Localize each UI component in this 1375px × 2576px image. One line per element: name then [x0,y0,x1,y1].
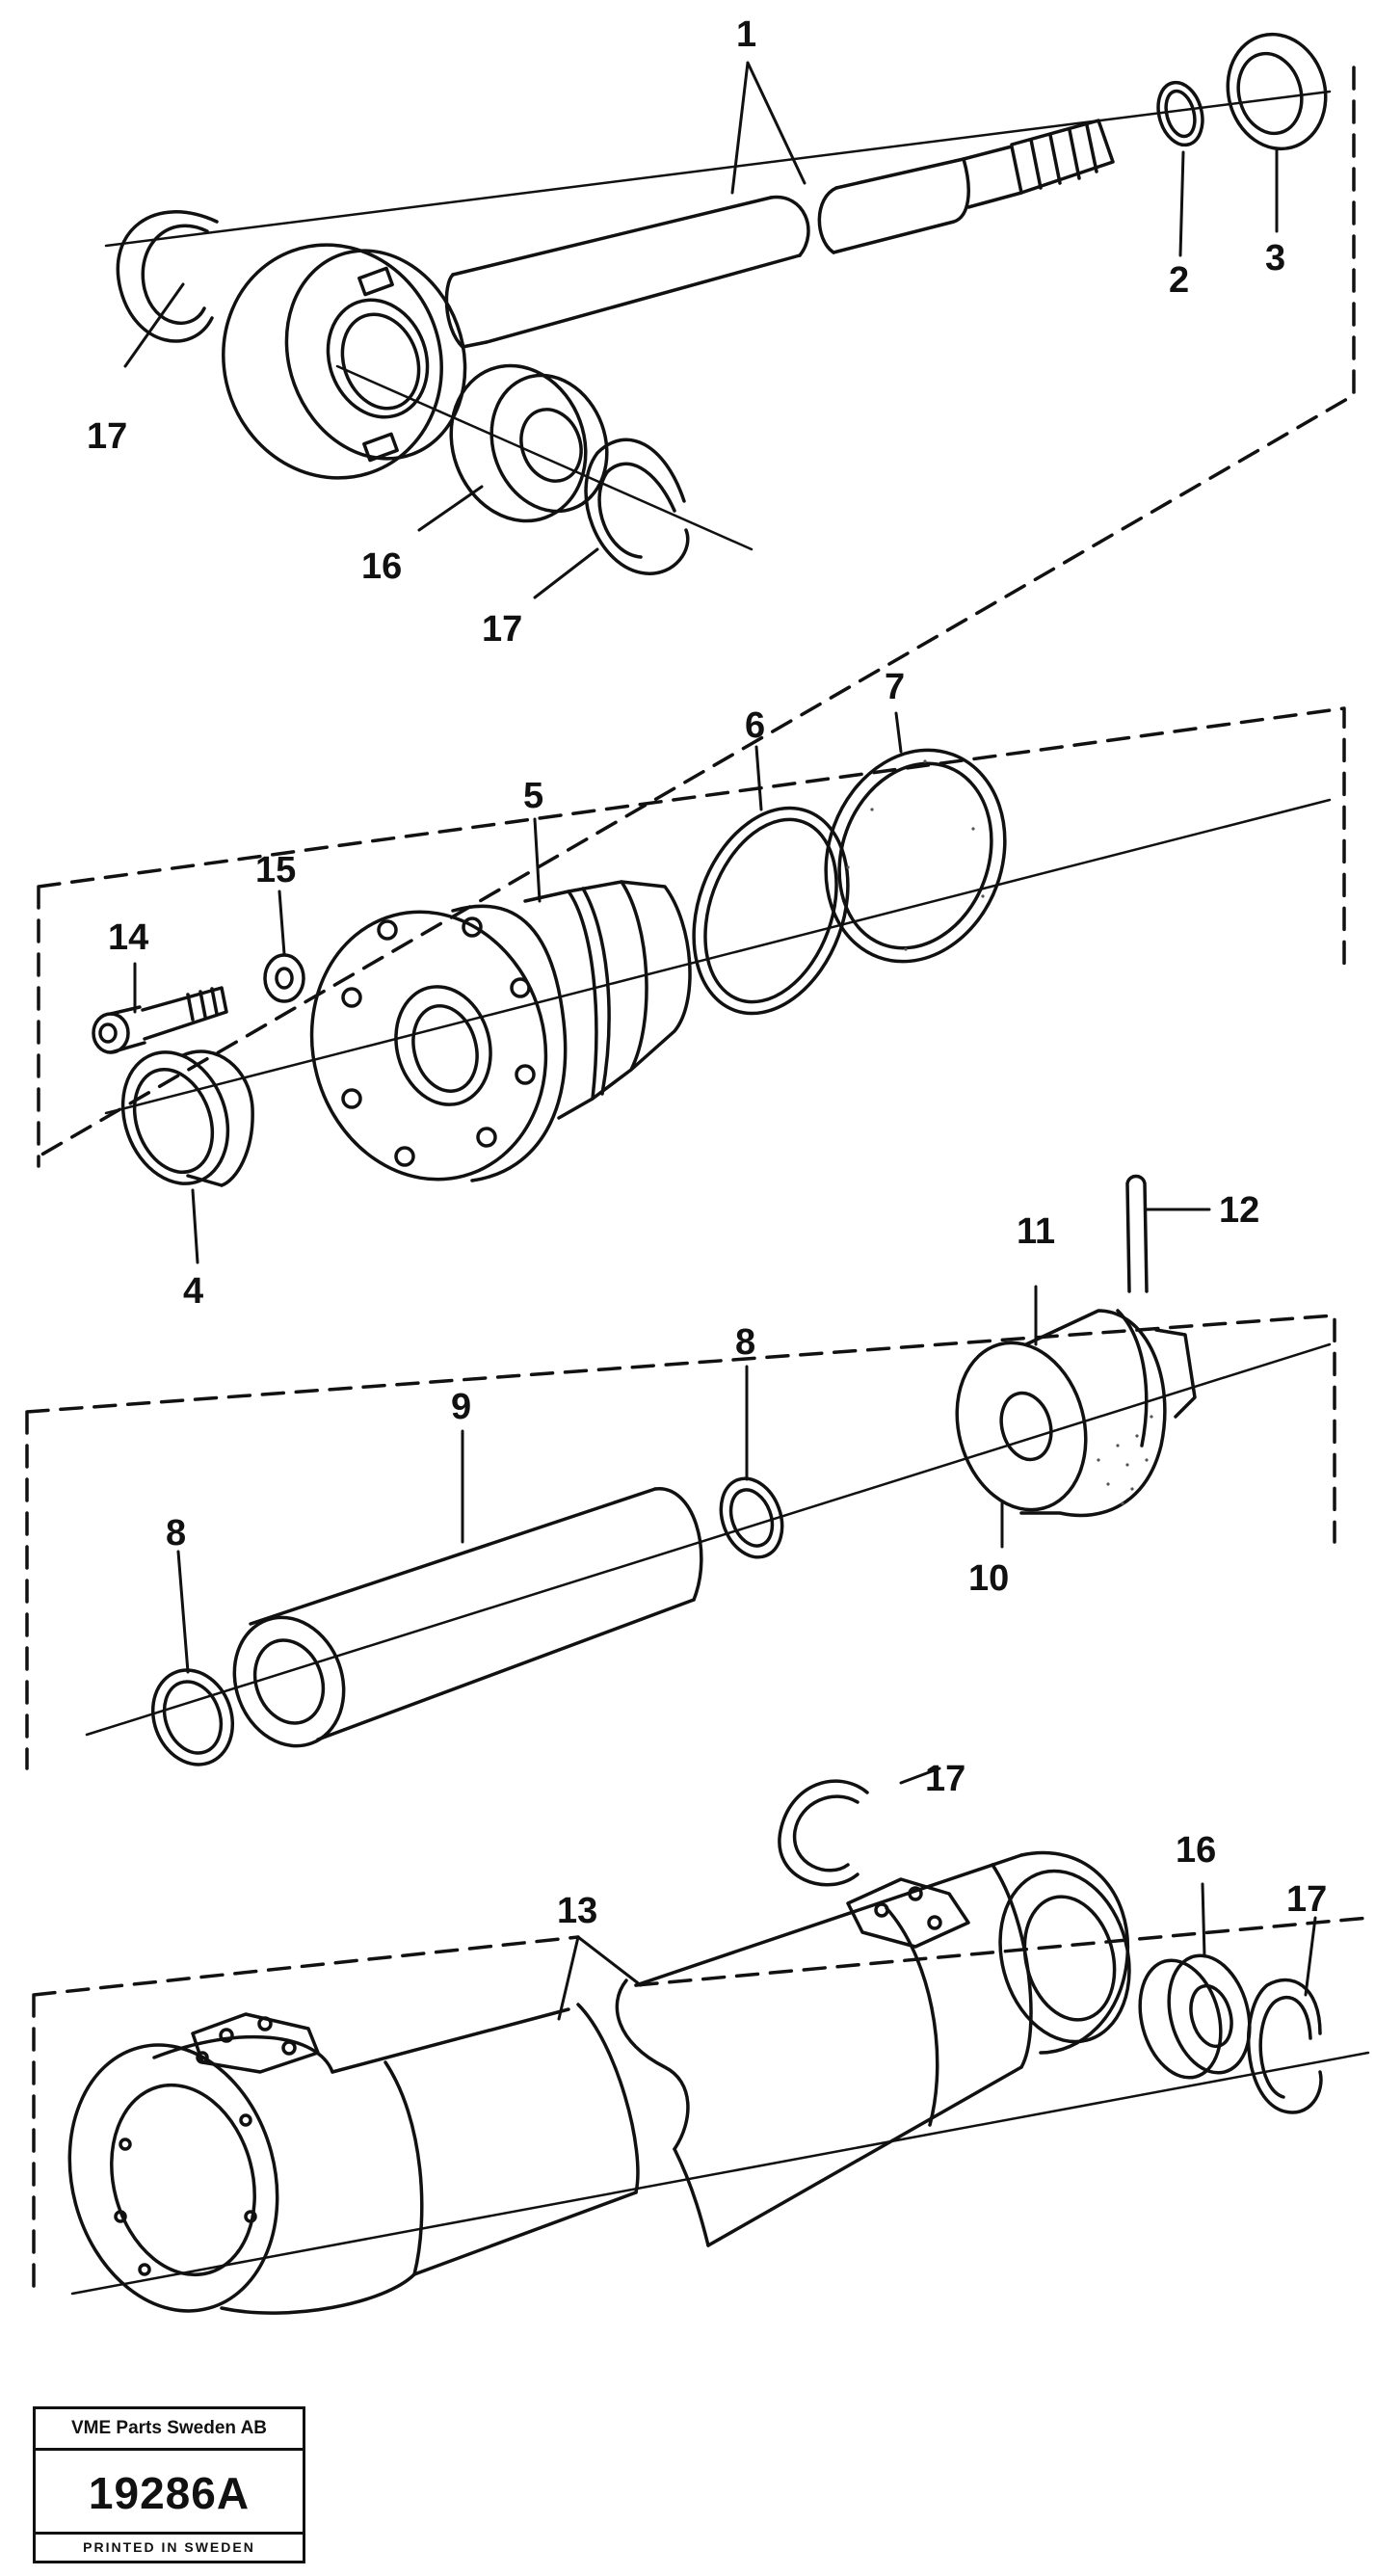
group-frame-dashed [37,706,1346,1168]
company-name: VME Parts Sweden AB [36,2409,303,2451]
piston-rod-group [37,32,1356,1158]
group-frame-dashed [25,1314,1336,1770]
callout-11: 11 [1017,1211,1055,1252]
callout-labels: 1 2 3 17 16 17 7 6 5 15 14 4 11 12 8 9 1… [87,14,1327,1931]
cylinder-head-5 [309,880,692,1182]
callout-7: 7 [885,667,905,707]
wiper-3 [1226,32,1328,151]
piston-10-11 [955,1309,1197,1518]
callout-4: 4 [183,1271,203,1312]
rod-eye [222,243,467,480]
group-frame-dashed [37,66,1356,1158]
callout-8b: 8 [735,1322,755,1363]
sleeve-9 [232,1487,703,1748]
callout-16b: 16 [1176,1830,1216,1871]
bolt-14 [92,986,228,1054]
drawing-number: 19286A [88,2468,251,2518]
circlip-17-tube-top [778,1779,869,1887]
stipple-texture [846,759,1153,1505]
axis-line [104,798,1332,1115]
circlip-17-tube-right [1246,1978,1323,2114]
callout-3: 3 [1265,238,1285,279]
callout-1: 1 [736,14,756,55]
cylinder-head-group [37,706,1346,1264]
cylinder-tube-group [32,1766,1370,2315]
callout-10: 10 [968,1558,1009,1599]
bearing-16-bottom [1138,1958,1223,2080]
wiper-ring-4 [120,1049,254,1187]
callout-14: 14 [108,917,148,958]
axis-line-2 [335,364,754,551]
callout-9: 9 [451,1387,471,1427]
callout-2: 2 [1169,260,1189,301]
group-frame-dashed [32,1916,1370,2296]
printed-in-note: PRINTED IN SWEDEN [36,2532,303,2561]
callout-8a: 8 [166,1513,186,1554]
callout-17a: 17 [87,416,127,457]
seal-6 [692,806,850,1016]
circlip-17-right [584,438,690,575]
callout-15: 15 [255,850,296,890]
callout-17b: 17 [482,609,522,650]
washer-15 [263,953,305,1003]
backup-ring-7 [824,748,1007,964]
callout-12: 12 [1219,1190,1259,1231]
pin-12 [1125,1174,1149,1293]
callout-16a: 16 [361,546,402,587]
callout-17d: 17 [1286,1879,1327,1920]
callout-6: 6 [745,705,765,746]
circlip-17-left [116,210,219,343]
axis-line [104,90,1332,248]
title-block: VME Parts Sweden AB 19286A PRINTED IN SW… [33,2406,305,2563]
ring-8-left [150,1668,235,1766]
tube-right [615,1850,1131,2247]
piston-group [25,1174,1336,1770]
seal-2 [1156,80,1204,147]
callout-5: 5 [523,776,543,816]
bearing-16-top [449,363,588,523]
axis-line [70,2051,1370,2296]
axis-line [85,1342,1332,1737]
tube-left [67,2003,640,2315]
callout-13: 13 [557,1891,597,1931]
ring-8-right [719,1476,784,1559]
callout-17c: 17 [925,1759,965,1799]
piston-rod [444,119,1115,349]
